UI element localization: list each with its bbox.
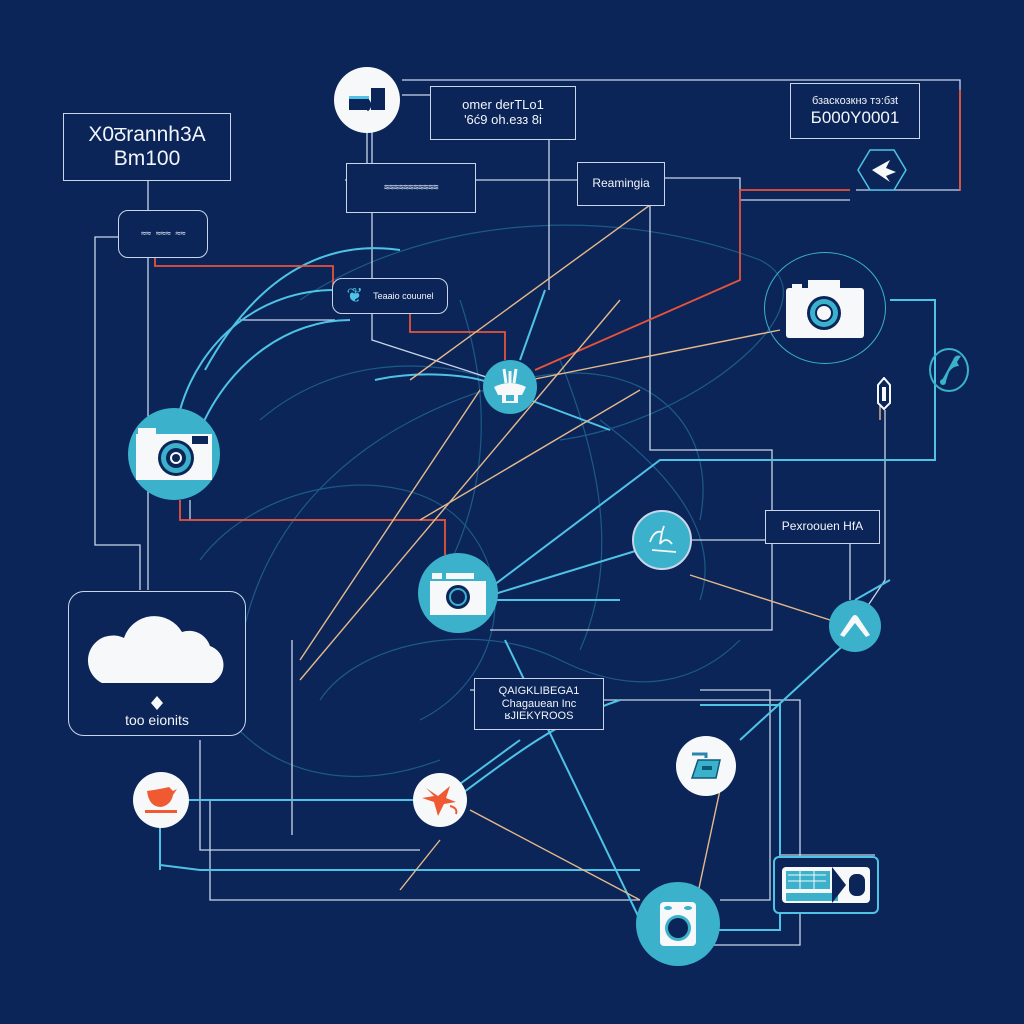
label-line: Chagauean Inc bbox=[501, 697, 577, 710]
camera-icon bbox=[136, 428, 212, 480]
wrench-node[interactable] bbox=[929, 348, 969, 392]
label-line: omer derTLo1 bbox=[462, 97, 544, 113]
return-node[interactable] bbox=[856, 148, 908, 192]
label-box-top-center: omer derTLo1 '6ć9 oh.eзз 8i bbox=[430, 86, 576, 140]
camera-icon bbox=[430, 573, 486, 615]
camera-left-node[interactable] bbox=[128, 408, 220, 500]
camera-center-node[interactable] bbox=[418, 553, 498, 633]
label-box-right: Pexroouen HfA bbox=[765, 510, 880, 544]
camera-icon bbox=[349, 88, 385, 112]
label-line: QAIGKLIBEGA1 bbox=[498, 685, 580, 698]
bowl-node[interactable] bbox=[133, 772, 189, 828]
label-box-top-left: X0ठrannh3A Bm100 bbox=[63, 113, 231, 181]
cloud-node[interactable]: too eionits bbox=[68, 591, 246, 736]
cloud-caption: too eionits bbox=[125, 712, 189, 728]
badge-box: ❦ Teaaio couunel bbox=[332, 278, 448, 314]
airplane-icon bbox=[422, 786, 458, 816]
secondary-links bbox=[94, 79, 961, 946]
background-scribbles bbox=[199, 224, 784, 777]
antenna-icon bbox=[494, 368, 526, 403]
card-reader-icon bbox=[782, 867, 870, 903]
chevron-up-icon bbox=[840, 615, 870, 637]
bowl-icon bbox=[145, 787, 177, 813]
scribble-box-left: ≈≈ ≈≈≈ ≈≈ bbox=[118, 210, 208, 258]
label-line: Б000Y0001 bbox=[810, 107, 900, 127]
scribble-text: ≈≈ ≈≈≈ ≈≈ bbox=[140, 228, 186, 239]
badge-text: Teaaio couunel bbox=[373, 290, 434, 301]
up-arrow-node[interactable] bbox=[829, 600, 881, 652]
iron-node[interactable] bbox=[676, 736, 736, 796]
label-text: Reamingia bbox=[592, 176, 650, 191]
label-line: '6ć9 oh.eзз 8i bbox=[464, 112, 542, 127]
wrench-icon bbox=[940, 355, 961, 385]
label-text: Pexroouen HfA bbox=[781, 519, 864, 534]
label-line: ʁJIEKYROOS bbox=[504, 710, 574, 723]
diamond-icon bbox=[151, 696, 163, 710]
pin-node[interactable] bbox=[876, 376, 892, 411]
return-arrow-icon bbox=[857, 149, 907, 191]
airplane-node[interactable] bbox=[413, 773, 467, 827]
washer-node[interactable] bbox=[636, 882, 720, 966]
washing-machine-icon bbox=[660, 902, 696, 946]
camera-top-node[interactable] bbox=[334, 67, 400, 133]
scribble-text: ≋≋≋≋≋≋≋≋≋≋≋ bbox=[383, 182, 439, 193]
scribble-box-center: ≋≋≋≋≋≋≋≋≋≋≋ bbox=[346, 163, 476, 213]
camera-icon bbox=[786, 280, 864, 338]
label-box-top-right: бзаскозкнэ тэ:бзt Б000Y0001 bbox=[790, 83, 920, 139]
label-line: X0ठrannh3A bbox=[88, 122, 206, 146]
iron-icon bbox=[690, 752, 721, 779]
pin-icon bbox=[877, 376, 891, 411]
label-box-mid: Reamingia bbox=[577, 162, 665, 206]
cloud-icon bbox=[87, 616, 224, 683]
label-box-center-bottom: QAIGKLIBEGA1 Chagauean Inc ʁJIEKYROOS bbox=[474, 678, 604, 730]
router-hub-node[interactable] bbox=[483, 360, 537, 414]
accent-links bbox=[154, 90, 961, 555]
bird-icon: ❦ bbox=[346, 284, 364, 307]
camera-right-node[interactable] bbox=[764, 252, 886, 364]
card-reader-node[interactable] bbox=[773, 856, 879, 914]
label-line: бзаскозкнэ тэ:бзt bbox=[811, 94, 899, 107]
bird-node[interactable] bbox=[632, 510, 692, 570]
warm-links bbox=[299, 204, 881, 931]
label-line: Bm100 bbox=[113, 147, 181, 170]
bird-icon bbox=[649, 525, 677, 553]
